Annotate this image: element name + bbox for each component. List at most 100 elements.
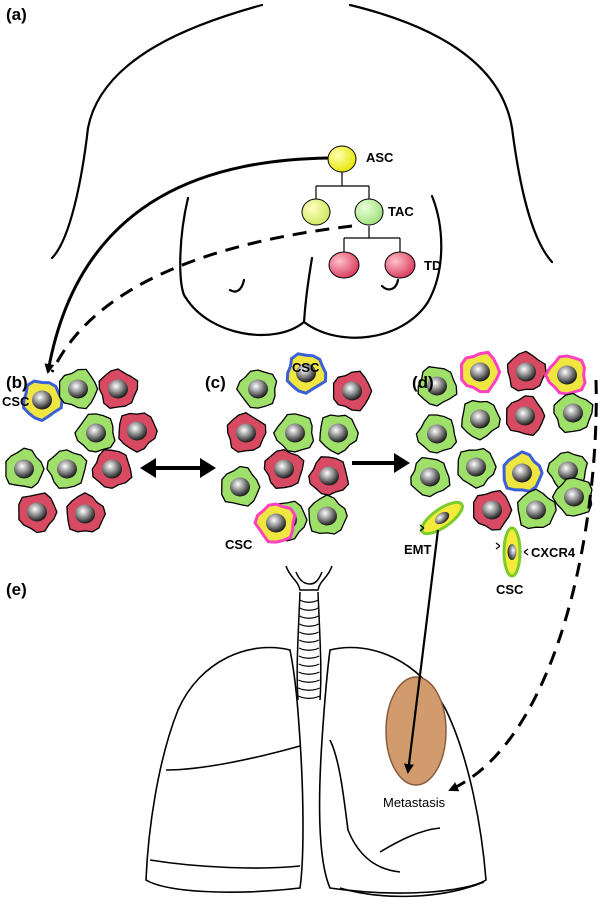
red-tumor-cell — [66, 492, 106, 533]
cell-nucleus — [470, 362, 490, 382]
trachea-ring — [298, 663, 320, 667]
cell-nucleus — [482, 500, 502, 520]
cell-nucleus — [32, 390, 52, 410]
cell-nucleus — [557, 365, 577, 385]
cell-nucleus — [296, 363, 316, 383]
left-lung — [145, 646, 304, 893]
cell-nucleus — [319, 466, 339, 486]
emt-cell — [420, 500, 464, 536]
cell-nucleus — [317, 506, 337, 526]
double-arrow-b-c — [140, 458, 216, 478]
green-tumor-cell — [221, 465, 261, 507]
cell-nucleus — [558, 461, 578, 481]
green-tumor-cell — [415, 414, 458, 454]
cell-nucleus — [563, 403, 583, 423]
green-tumor-cell — [58, 368, 99, 410]
green-tumor-cell — [417, 366, 458, 407]
csc-cell-blue-ring — [21, 379, 64, 423]
cell-nucleus — [230, 477, 250, 497]
trachea-ring — [299, 607, 319, 611]
cxcr4-csc-cell — [502, 526, 522, 578]
red-tumor-cell — [505, 395, 546, 437]
green-tumor-cell — [46, 449, 88, 489]
green-tumor-cell — [553, 392, 594, 434]
trachea-rings — [297, 599, 321, 699]
trachea-ring — [298, 647, 320, 651]
cell-nucleus — [420, 467, 440, 487]
cell-nucleus — [526, 500, 546, 520]
trachea-ring — [299, 599, 319, 603]
cell-nucleus — [466, 457, 486, 477]
cell-nucleus — [248, 379, 268, 399]
csc-label-d: CSC — [496, 582, 524, 597]
dashed-arrow-tac-to-tumor — [50, 224, 353, 373]
csc-label-c-top: CSC — [292, 360, 320, 375]
trachea-ring — [298, 655, 320, 659]
cxcr4-label: CXCR4 — [531, 545, 576, 560]
cell-nucleus — [470, 409, 490, 429]
green-tumor-cell — [461, 399, 501, 441]
td-cell-right — [384, 251, 416, 279]
green-tumor-cell — [272, 413, 315, 453]
cell-nucleus — [427, 424, 447, 444]
arrow-c-to-d — [352, 453, 410, 473]
green-tumor-cell — [319, 414, 359, 455]
cell-nucleus — [27, 502, 47, 522]
trachea — [285, 565, 333, 701]
tac-cell-right — [354, 198, 384, 226]
cell-nucleus — [564, 487, 584, 507]
metastasis-tumor — [385, 676, 447, 786]
cell-nucleus — [328, 423, 348, 443]
panel-label-e: (e) — [6, 580, 27, 599]
red-tumor-cell — [118, 412, 158, 453]
td-cell-left — [328, 251, 360, 279]
cell-nucleus — [236, 423, 256, 443]
green-tumor-cell — [235, 369, 278, 409]
asc-label: ASC — [366, 150, 394, 165]
csc-cell-blue-ring — [285, 352, 328, 395]
green-tumor-cell — [457, 447, 497, 489]
hierarchy-tree-lines — [315, 172, 401, 252]
cell-nucleus — [57, 459, 77, 479]
trachea-ring — [298, 671, 320, 675]
tac-label: TAC — [388, 204, 414, 219]
panel-label-a: (a) — [6, 5, 27, 24]
tumor-cell-layer — [5, 350, 594, 544]
cell-nucleus — [516, 362, 536, 382]
green-tumor-cell — [308, 494, 348, 535]
emt-label: EMT — [404, 542, 432, 557]
cell-nucleus — [285, 423, 305, 443]
cell-nucleus — [127, 421, 147, 441]
trachea-ring — [299, 623, 319, 627]
green-tumor-cell — [551, 477, 593, 517]
green-tumor-cell — [5, 447, 45, 489]
csc-cell-blue-ring — [502, 450, 544, 493]
trachea-ring — [297, 687, 321, 691]
red-tumor-cell — [226, 411, 267, 453]
asc-cell — [327, 145, 357, 173]
cell-nucleus — [86, 423, 106, 443]
trachea-ring — [297, 695, 321, 699]
receptor-mark-cxcr4-left — [495, 542, 501, 550]
cell-nucleus — [512, 463, 532, 483]
trachea-ring — [298, 679, 320, 683]
red-tumor-cell — [506, 350, 547, 392]
receptor-mark-emt — [419, 524, 425, 532]
tac-cell-left — [301, 198, 331, 226]
panel-label-d: (d) — [412, 373, 434, 392]
dashed-arrow-tumor-to-metastasis — [448, 379, 598, 792]
cell-nucleus — [102, 459, 122, 479]
green-tumor-cell — [74, 413, 116, 453]
csc-cell-magenta-ring — [543, 354, 587, 396]
cell-nucleus — [108, 379, 128, 399]
red-tumor-cell — [98, 368, 139, 409]
red-tumor-cell — [263, 449, 305, 489]
cell-nucleus — [427, 376, 447, 396]
solid-arrow-emt-to-metastasis — [404, 529, 440, 774]
red-tumor-cell — [332, 370, 373, 412]
cell-nucleus — [342, 381, 362, 401]
metastasis-label: Metastasis — [383, 795, 446, 810]
trachea-ring — [298, 639, 320, 643]
csc-label-c-bottom: CSC — [225, 537, 253, 552]
